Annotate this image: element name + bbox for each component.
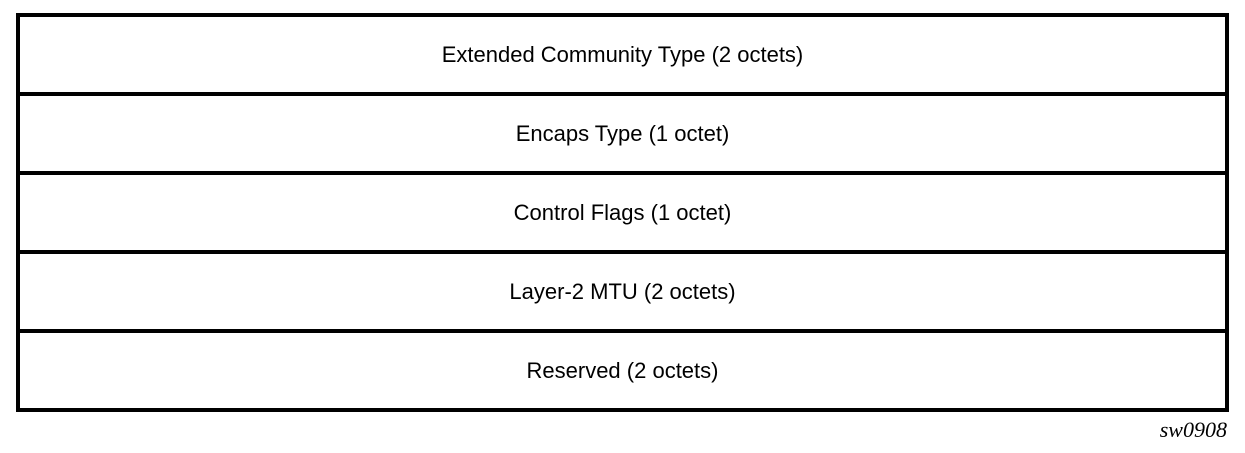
field-label: Control Flags (1 octet) xyxy=(513,199,732,225)
field-layer2-mtu: Layer-2 MTU (2 octets) xyxy=(20,254,1225,333)
figure-id: sw0908 xyxy=(1159,417,1227,442)
field-label: Layer-2 MTU (2 octets) xyxy=(509,278,736,304)
field-control-flags: Control Flags (1 octet) xyxy=(20,175,1225,254)
extended-community-format-diagram: Extended Community Type (2 octets) Encap… xyxy=(16,13,1229,412)
field-label: Extended Community Type (2 octets) xyxy=(441,41,804,67)
field-label: Encaps Type (1 octet) xyxy=(515,120,730,146)
field-encaps-type: Encaps Type (1 octet) xyxy=(20,96,1225,175)
field-reserved: Reserved (2 octets) xyxy=(20,333,1225,408)
field-label: Reserved (2 octets) xyxy=(526,357,719,383)
field-extended-community-type: Extended Community Type (2 octets) xyxy=(20,17,1225,96)
